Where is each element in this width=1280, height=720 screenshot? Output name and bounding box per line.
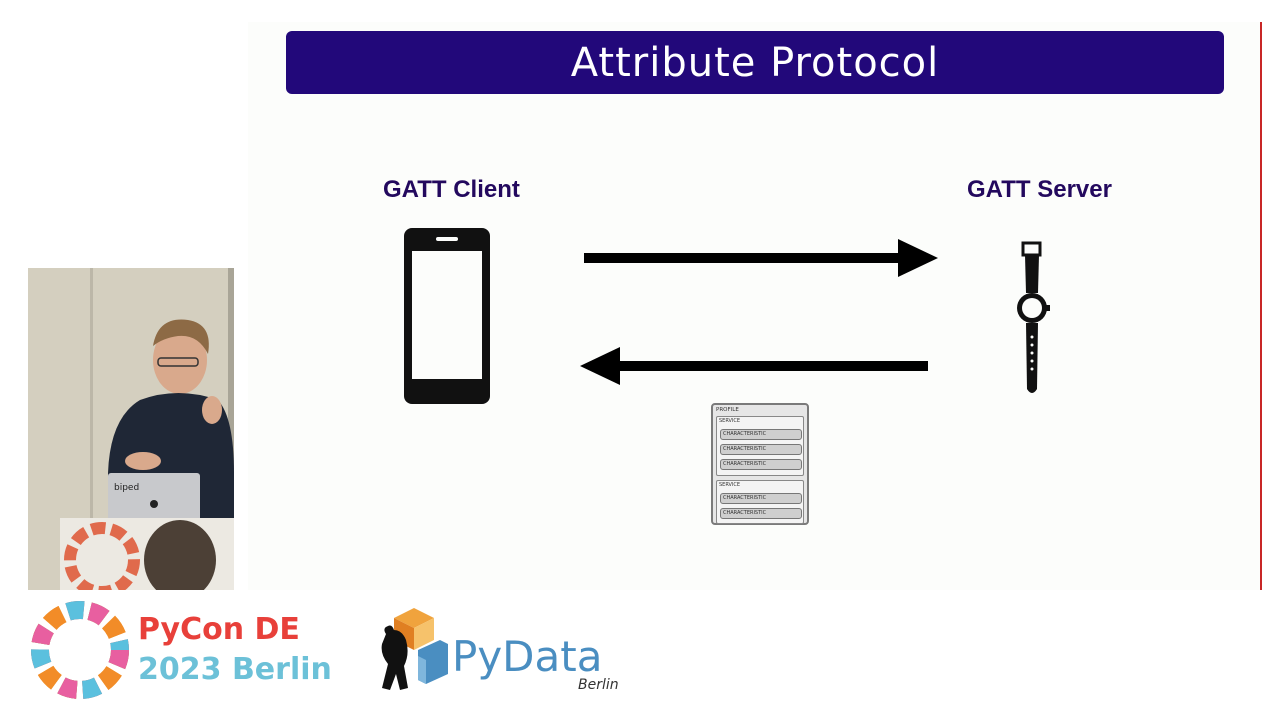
gatt-client-label: GATT Client [383,176,520,203]
gatt-server-label: GATT Server [967,176,1112,203]
left-arrow-icon [580,347,928,385]
pycon-subtitle: 2023 Berlin [138,652,332,687]
speaker-video-inset: biped [28,268,234,590]
characteristic-item: CHARACTERISTIC [720,459,802,470]
pycon-ring-logo [31,601,129,699]
pydata-bear-cube-logo [381,608,448,690]
right-arrow-icon [584,239,938,277]
service-label: SERVICE [719,482,741,488]
characteristic-item: CHARACTERISTIC [720,444,802,455]
gatt-profile-diagram: PROFILE SERVICE CHARACTERISTIC CHARACTER… [711,403,809,525]
characteristic-item: CHARACTERISTIC [720,493,802,504]
service-block: SERVICE CHARACTERISTIC CHARACTERISTIC [716,480,804,524]
wristwatch-icon [1017,241,1050,393]
characteristic-item: CHARACTERISTIC [720,429,802,440]
pydata-city: Berlin [578,677,619,693]
smartphone-icon [404,228,490,404]
service-block: SERVICE CHARACTERISTIC CHARACTERISTIC CH… [716,416,804,476]
profile-label: PROFILE [716,407,739,413]
pycon-title: PyCon DE [138,612,300,647]
slide-title: Attribute Protocol [286,31,1224,94]
characteristic-item: CHARACTERISTIC [720,508,802,519]
speaker-video-frame: biped [28,268,234,590]
pydata-wordmark: PyData [452,632,603,681]
request-response-arrows [580,239,938,385]
laptop-sticker: biped [114,483,139,493]
service-label: SERVICE [719,418,741,424]
event-footer [0,592,1280,720]
